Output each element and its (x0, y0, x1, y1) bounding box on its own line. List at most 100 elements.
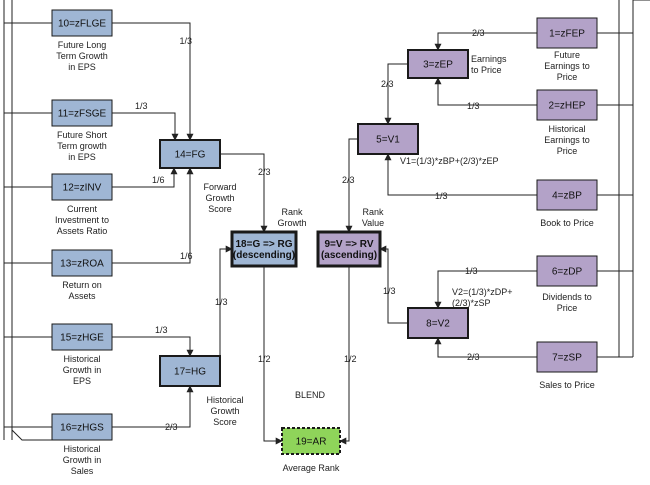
blend-label: BLEND (295, 390, 326, 400)
node-box-zroa (51, 249, 113, 277)
node-label-zep: 3=zEP (423, 60, 453, 71)
node-box-hg (159, 355, 221, 387)
weight-label-zDP_V2: 1/3 (465, 266, 478, 276)
weight-label-V1_RV: 2/3 (342, 175, 355, 185)
edge-zBP_V1 (384, 153, 537, 196)
node-caption-rv: Value (362, 218, 384, 228)
node-label-rv: (ascending) (321, 250, 377, 261)
node-caption-zfsge: Future Short (57, 130, 108, 140)
node-caption-zfsge: Term growth (57, 141, 107, 151)
node-box-zflge (51, 9, 113, 37)
node-caption-rg: Rank (281, 207, 303, 217)
node-label-rv: 9=V => RV (324, 239, 373, 250)
node-caption-fg: Forward (203, 182, 236, 192)
node-caption-zinv: Investment to (55, 215, 109, 225)
node-caption-zdp: Dividends to (542, 292, 592, 302)
node-box-zhep (536, 89, 598, 121)
node-label-zroa: 13=zROA (60, 259, 104, 270)
node-label-hg: 17=HG (174, 367, 206, 378)
edge-RV_AR (339, 266, 350, 445)
weight-label-FG_RG: 2/3 (258, 167, 271, 177)
node-box-zsp (536, 341, 598, 373)
node-box-zdp (536, 255, 598, 287)
node-caption-zhgs: Sales (71, 466, 94, 476)
node-caption-zhep: Historical (548, 124, 585, 134)
weight-label-zEP_V1: 2/3 (381, 79, 394, 89)
node-label-zhep: 2=zHEP (549, 101, 586, 112)
node-label-zhgs: 16=zHGS (60, 423, 104, 434)
edge-zFLGE_FG (112, 22, 194, 141)
node-box-zep (407, 49, 469, 79)
left-rail-tick-2 (3, 177, 52, 188)
node-caption-zhgs: Historical (63, 444, 100, 454)
node-caption-zhge: Growth in (63, 365, 102, 375)
edge-zHGE_HG (112, 336, 194, 357)
edge-zINV_FG (112, 167, 178, 188)
node-caption-zflge: in EPS (68, 62, 96, 72)
weight-label-zFLGE_FG: 1/3 (179, 36, 192, 46)
node-label-zfep: 1=zFEP (549, 29, 585, 40)
node-caption-hg: Historical (206, 395, 243, 405)
weight-label-RV_AR: 1/2 (344, 354, 357, 364)
left-rail-tick-3 (3, 253, 52, 264)
node-caption-zroa: Assets (68, 291, 96, 301)
edge-FG_RG (220, 153, 268, 233)
node-label-rg: (descending) (233, 250, 295, 261)
node-label-ar: 19=AR (296, 437, 327, 448)
weight-label-zFSGE_FG: 1/3 (135, 101, 148, 111)
node-caption-zinv: Current (67, 204, 98, 214)
node-label-zinv: 12=zINV (63, 183, 102, 194)
node-label-fg: 14=FG (175, 150, 206, 161)
edge-HG_RG (219, 245, 233, 371)
node-caption-zbp: Book to Price (540, 218, 594, 228)
node-label-zfsge: 11=zFSGE (58, 109, 107, 120)
node-caption-zsp: Sales to Price (539, 380, 595, 390)
left-rail-tick-0 (3, 13, 52, 24)
weight-label-zHEP_zEP: 1/3 (467, 101, 480, 111)
left-rail-corner (11, 0, 52, 441)
node-box-ar (281, 427, 341, 455)
weight-label-zSP_V2: 2/3 (467, 352, 480, 362)
weight-label-zINV_FG: 1/6 (152, 175, 165, 185)
weight-label-V2_RV: 1/3 (383, 286, 396, 296)
node-caption-zhge: Historical (63, 354, 100, 364)
node-label-v2: 8=V2 (426, 319, 450, 330)
weight-label-zHGS_HG: 2/3 (165, 422, 178, 432)
edge-zFSGE_FG (112, 112, 179, 141)
node-caption-rv: Rank (362, 207, 384, 217)
node-box-v2 (407, 307, 469, 339)
node-box-rg (230, 230, 298, 268)
node-caption-zflge: Term Growth (56, 51, 108, 61)
left-rail-tick-4 (3, 327, 52, 338)
edge-RG_AR (263, 266, 283, 445)
edge-zROA_FG (112, 167, 194, 264)
node-caption-zhge: EPS (73, 376, 91, 386)
edge-V1_RV (345, 138, 358, 233)
node-label-zsp: 7=zSP (552, 353, 582, 364)
edge-zEP_V1 (384, 63, 408, 125)
node-box-zhge (51, 323, 113, 351)
node-caption-hg: Score (213, 417, 237, 427)
node-caption-fg: Growth (205, 193, 234, 203)
node-label-zdp: 6=zDP (552, 267, 583, 278)
node-caption-zep: to Price (471, 65, 502, 75)
left-rail-tick-1 (3, 103, 52, 114)
node-label-zbp: 4=zBP (552, 191, 582, 202)
